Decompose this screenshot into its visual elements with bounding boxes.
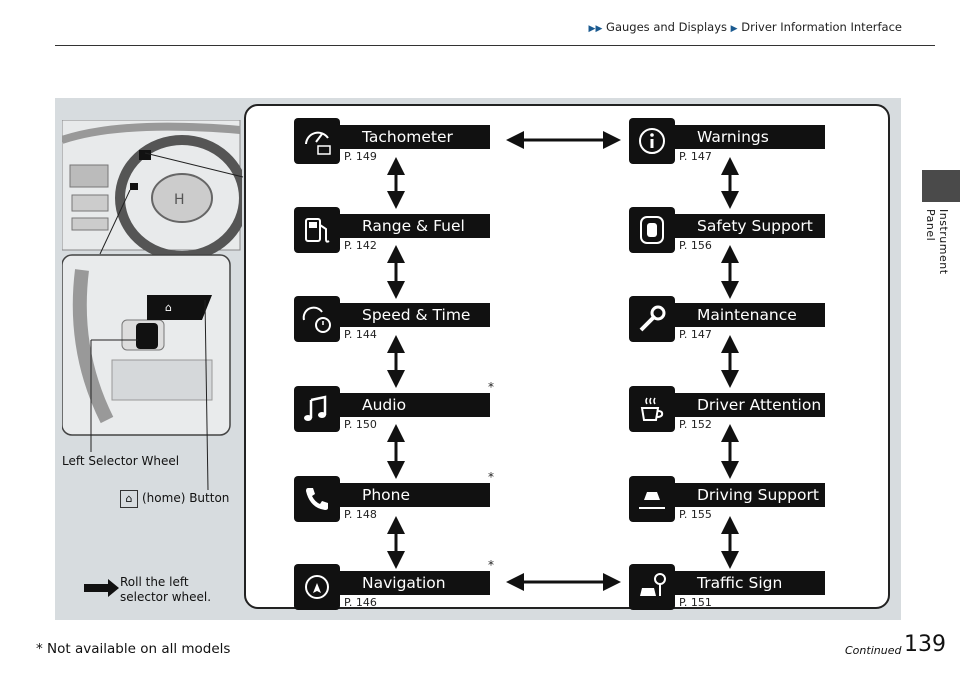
selector-wheel-label: Left Selector Wheel [62, 454, 180, 468]
roll-instruction-line: selector wheel. [120, 590, 212, 604]
menu-label-bar: Speed & Time [340, 303, 490, 327]
page-number: 139 [904, 632, 946, 657]
breadcrumb-subsection: Driver Information Interface [741, 20, 902, 34]
home-button-label: ⌂ (home) Button [120, 490, 229, 508]
page-ref: P. 148 [344, 508, 377, 521]
menu-label-bar: Warnings [675, 125, 825, 149]
page-ref: P. 151 [679, 596, 712, 609]
svg-text:⌂: ⌂ [165, 301, 172, 314]
wrench-icon [629, 296, 675, 342]
driving-support-icon [629, 476, 675, 522]
page-ref: P. 146 [344, 596, 377, 609]
breadcrumb-section: Gauges and Displays [606, 20, 727, 34]
page-ref: P. 147 [679, 328, 712, 341]
availability-star: * [488, 558, 494, 572]
menu-item-driving-support: Driving Support P. 155 [629, 476, 825, 522]
menu-label-bar: Tachometer [340, 125, 490, 149]
menu-label-bar: Audio [340, 393, 490, 417]
fuel-pump-icon [294, 207, 340, 253]
menu-label-bar: Navigation [340, 571, 490, 595]
menu-label-bar: Maintenance [675, 303, 825, 327]
navigation-icon [294, 564, 340, 610]
breadcrumb-arrow-icon: ▶▶ [588, 24, 603, 34]
home-button-text: (home) Button [142, 491, 230, 505]
speed-clock-icon [294, 296, 340, 342]
footnote: * Not available on all models [36, 641, 231, 657]
coffee-cup-icon [629, 386, 675, 432]
menu-label-bar: Driving Support [675, 483, 825, 507]
svg-text:H: H [174, 192, 185, 208]
page-ref: P. 152 [679, 418, 712, 431]
menu-label-bar: Driver Attention [675, 393, 825, 417]
menu-item-driver-attention: Driver Attention P. 152 [629, 386, 825, 432]
menu-item-range-fuel: Range & Fuel P. 142 [294, 207, 490, 253]
chapter-label: Instrument Panel [924, 209, 950, 275]
breadcrumb-arrow-icon: ▶ [730, 24, 738, 34]
menu-item-tachometer: Tachometer P. 149 [294, 118, 490, 164]
menu-label-bar: Traffic Sign [675, 571, 825, 595]
page-ref: P. 147 [679, 150, 712, 163]
roll-arrow-icon [84, 579, 119, 597]
menu-frame [244, 104, 890, 609]
music-note-icon [294, 386, 340, 432]
menu-item-audio: Audio P. 150 * [294, 380, 494, 432]
availability-star: * [488, 380, 494, 394]
menu-item-traffic-sign: Traffic Sign P. 151 [629, 564, 825, 610]
traffic-sign-icon [629, 564, 675, 610]
menu-item-warnings: Warnings P. 147 [629, 118, 825, 164]
home-icon: ⌂ [120, 490, 138, 508]
info-icon [629, 118, 675, 164]
menu-item-safety-support: Safety Support P. 156 [629, 207, 825, 253]
page-ref: P. 142 [344, 239, 377, 252]
steering-wheel-illustration: H ⌂ [62, 120, 242, 436]
continued-label: Continued [845, 644, 902, 657]
menu-item-maintenance: Maintenance P. 147 [629, 296, 825, 342]
safety-support-icon [629, 207, 675, 253]
page-ref: P. 144 [344, 328, 377, 341]
menu-label-bar: Phone [340, 483, 490, 507]
page-ref: P. 155 [679, 508, 712, 521]
page-ref: P. 150 [344, 418, 377, 431]
page-ref: P. 156 [679, 239, 712, 252]
phone-icon [294, 476, 340, 522]
roll-instruction-line: Roll the left [120, 575, 189, 589]
menu-item-speed-time: Speed & Time P. 144 [294, 296, 490, 342]
availability-star: * [488, 470, 494, 484]
tachometer-icon [294, 118, 340, 164]
breadcrumb: ▶▶ Gauges and Displays ▶ Driver Informat… [589, 20, 902, 34]
header-rule [55, 45, 935, 46]
menu-item-phone: Phone P. 148 * [294, 470, 494, 522]
page-ref: P. 149 [344, 150, 377, 163]
menu-label-bar: Safety Support [675, 214, 825, 238]
roll-instruction: Roll the left selector wheel. [120, 575, 211, 605]
menu-item-navigation: Navigation P. 146 * [294, 558, 494, 610]
menu-label-bar: Range & Fuel [340, 214, 490, 238]
chapter-tab [922, 170, 960, 202]
